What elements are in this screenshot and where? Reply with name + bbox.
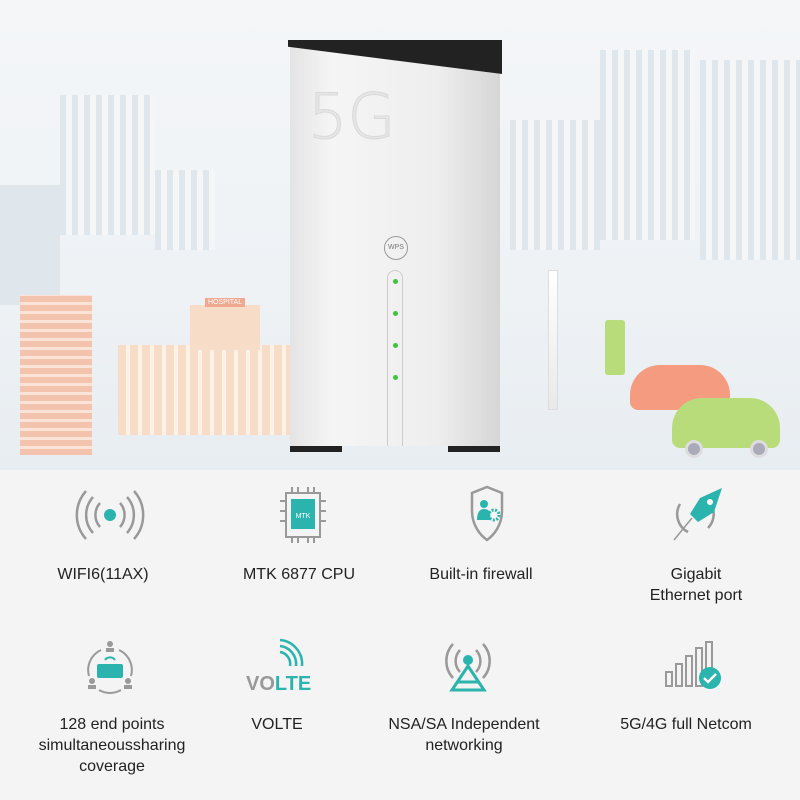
led-strip bbox=[387, 270, 403, 446]
wifi-signal-icon bbox=[75, 490, 145, 540]
feature-label-volte: VOLTE bbox=[251, 716, 303, 733]
led-indicator bbox=[393, 279, 398, 284]
feature-label-wifi6: WIFI6(11AX) bbox=[57, 566, 149, 583]
volte-logo-text: VOLTE bbox=[246, 673, 311, 695]
feature-label-firewall: Built-in firewall bbox=[429, 566, 533, 583]
rocket-icon bbox=[673, 488, 722, 541]
feature-label-netcom: 5G/4G full Netcom bbox=[620, 716, 752, 733]
hospital-sign: HOSPITAL bbox=[205, 298, 246, 307]
router-5g-print: 5G bbox=[308, 80, 396, 154]
feature-label-ethernet: Gigabit Ethernet port bbox=[649, 566, 743, 604]
antenna-tower-icon bbox=[445, 643, 491, 692]
feature-label-nsa-sa: NSA/SA Independent networking bbox=[388, 716, 540, 754]
feature-label-cpu: MTK 6877 CPU bbox=[242, 566, 356, 583]
signal-bars-check-icon bbox=[665, 641, 721, 689]
cpu-chip-text: MTK bbox=[296, 513, 311, 520]
volte-icon: VOLTE bbox=[246, 638, 311, 695]
shared-router-users-icon bbox=[87, 641, 133, 694]
feature-label-endpoints: 128 end points simultaneoussharing cover… bbox=[38, 716, 186, 775]
led-indicator bbox=[393, 311, 398, 316]
car-green bbox=[672, 398, 780, 448]
led-indicator bbox=[393, 343, 398, 348]
led-indicator bbox=[393, 375, 398, 380]
cpu-chip-icon: MTK bbox=[280, 487, 326, 543]
wps-button: WPS bbox=[384, 236, 408, 260]
router-product-image: 5G WPS bbox=[288, 40, 502, 452]
shield-user-gear-icon bbox=[470, 485, 504, 542]
